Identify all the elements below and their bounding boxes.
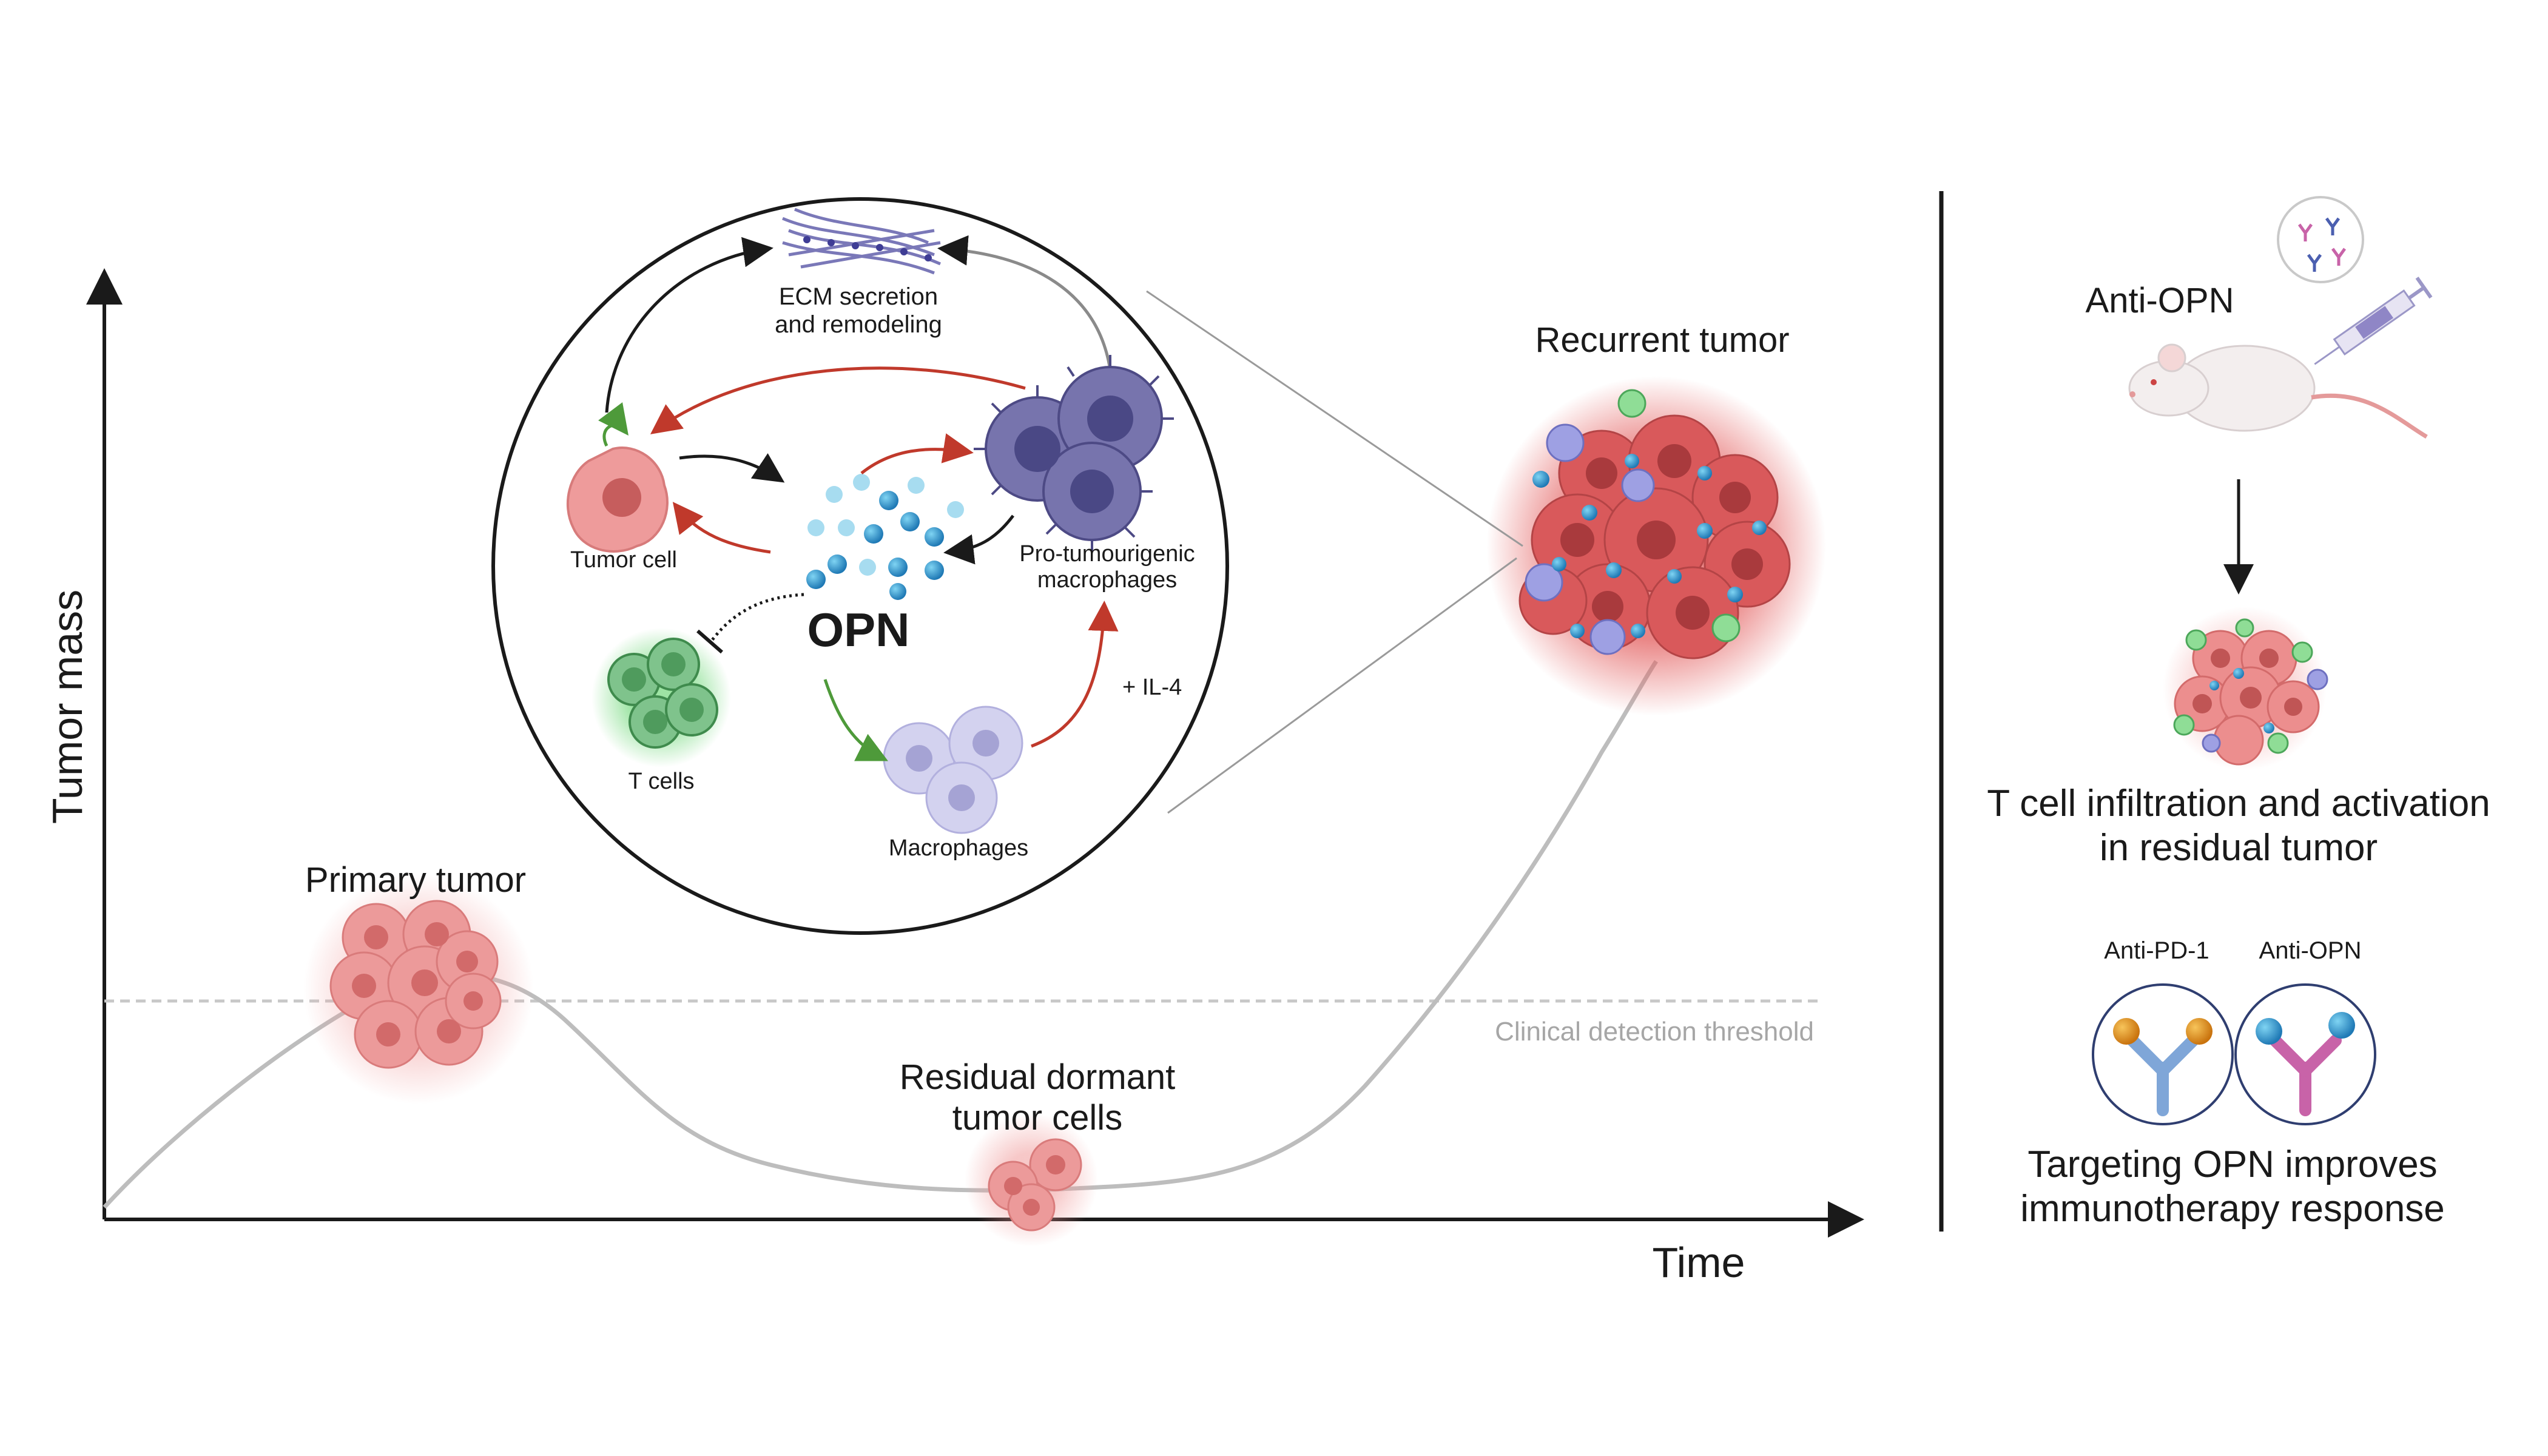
infiltrated-tumor-icon (2163, 607, 2328, 770)
arrow-macrophage-to-ecm (937, 235, 1112, 371)
arrow-tumor-to-opn (679, 453, 785, 483)
tumor-cell-icon (566, 447, 669, 553)
arrow-opn-to-tumor (672, 502, 771, 554)
plot-axes: Tumor mass Time (44, 268, 1864, 1286)
zoom-line-bottom (1167, 557, 1517, 814)
recurrent-tumor-cluster (1486, 376, 1826, 716)
conclusion-label-line1: Targeting OPN improves (2027, 1144, 2437, 1185)
primary-tumor-cluster (303, 874, 534, 1104)
ecm-label-line2: and remodeling (775, 311, 942, 338)
arrow-tumor-to-ecm (605, 237, 774, 413)
residual-tumor-cluster (965, 1113, 1098, 1247)
primary-tumor-label: Primary tumor (305, 860, 526, 900)
residual-tumor-label-line2: tumor cells (952, 1098, 1122, 1138)
arrow-macrophage-to-tumor (650, 366, 1026, 434)
zoom-line-top (1146, 290, 1523, 547)
opn-mechanism-inset: ECM secretion and remodeling Tumor cell … (491, 197, 1229, 935)
arrow-il4-polarization (1031, 601, 1119, 748)
arrow-opn-to-macrophage (860, 433, 974, 474)
opn-molecules (806, 474, 964, 600)
antibody2-label: Anti-OPN (2259, 937, 2362, 964)
t-cells-label: T cells (628, 769, 694, 794)
anti-opn-antibody-icon (2234, 983, 2376, 1125)
opn-label: OPN (807, 603, 909, 656)
ecm-label-line1: ECM secretion (779, 283, 938, 310)
t-cells-icon (592, 628, 731, 767)
infiltration-label-line2: in residual tumor (2100, 827, 2378, 869)
autocrine-loop-arrow (598, 402, 629, 447)
mouse-icon (2128, 343, 2428, 439)
pro-tumourigenic-macrophages-icon (974, 355, 1174, 552)
inhibition-opn-to-tcells (709, 593, 804, 644)
pro-macrophage-label-line2: macrophages (1037, 567, 1177, 593)
residual-tumor-label-line1: Residual dormant (900, 1057, 1176, 1097)
conclusion-label-line2: immunotherapy response (2020, 1188, 2445, 1230)
infiltration-label-line1: T cell infiltration and activation (1987, 783, 2490, 824)
pro-macrophage-label-line1: Pro-tumourigenic (1019, 541, 1195, 567)
y-axis-label: Tumor mass (44, 590, 91, 824)
arrow-opn-to-macrophages (823, 679, 888, 761)
il4-label: + IL-4 (1122, 675, 1182, 700)
inhibition-bar (696, 629, 723, 654)
anti-pd1-antibody-icon (2092, 983, 2234, 1125)
arrow-macrophage-to-opn (943, 514, 1014, 565)
tumor-cell-label: Tumor cell (570, 547, 677, 573)
macrophages-icon (883, 706, 1023, 834)
detection-threshold-label: Clinical detection threshold (1495, 1017, 1814, 1046)
recurrent-tumor-label: Recurrent tumor (1535, 320, 1789, 360)
x-axis-label: Time (1653, 1239, 1745, 1286)
anti-opn-mouse-label: Anti-OPN (2086, 281, 2234, 320)
antibody1-label: Anti-PD-1 (2104, 937, 2209, 964)
macrophages-label: Macrophages (889, 835, 1028, 861)
syringe-with-antibodies-icon (2277, 196, 2433, 365)
